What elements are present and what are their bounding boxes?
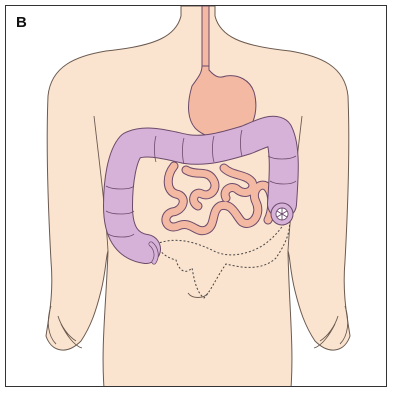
- abdomen-diagram: [6, 6, 387, 387]
- panel-label: B: [16, 14, 27, 31]
- esophagus: [202, 6, 209, 66]
- stoma-shape: [271, 203, 293, 225]
- figure-frame: B: [5, 5, 387, 387]
